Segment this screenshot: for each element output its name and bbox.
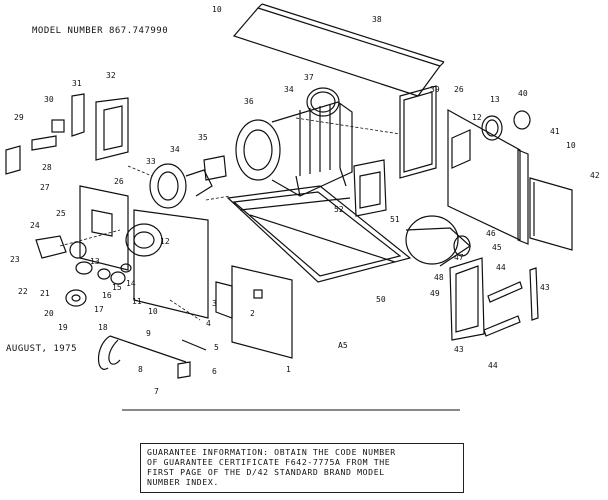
svg-text:21: 21 [40,289,50,298]
svg-text:43: 43 [454,345,464,354]
electrical-panel [133,209,209,319]
svg-text:9: 9 [146,329,151,338]
svg-text:17: 17 [94,305,104,314]
svg-text:10: 10 [148,307,158,316]
svg-text:10: 10 [566,141,576,150]
door-frame [449,257,485,341]
rear-panel [447,108,521,241]
note-line-1: GUARANTEE INFORMATION: OBTAIN THE CODE N… [147,447,396,457]
svg-text:26: 26 [114,177,124,186]
access-cover [231,265,293,359]
svg-text:10: 10 [212,5,222,14]
svg-text:28: 28 [42,163,52,172]
relay [35,235,67,259]
svg-text:43: 43 [540,283,550,292]
svg-text:13: 13 [90,257,100,266]
svg-text:6: 6 [212,367,217,376]
svg-text:22: 22 [18,287,28,296]
svg-text:2: 2 [250,309,255,318]
svg-text:35: 35 [198,133,208,142]
svg-text:50: 50 [376,295,386,304]
svg-text:51: 51 [390,215,400,224]
flange-ring [481,115,503,141]
svg-text:45: 45 [492,243,502,252]
svg-text:44: 44 [488,361,498,370]
knob [65,289,87,307]
svg-text:13: 13 [490,95,500,104]
svg-text:44: 44 [496,263,506,272]
control-bracket [95,97,129,161]
svg-text:38: 38 [372,15,382,24]
gasket-ring [513,110,531,130]
svg-text:27: 27 [40,183,50,192]
switch-body [71,93,85,137]
base-pan [226,185,412,283]
condenser-fan [405,215,459,265]
svg-text:32: 32 [106,71,116,80]
svg-text:14: 14 [126,279,136,288]
svg-text:15: 15 [112,283,122,292]
capacitor [203,155,227,181]
svg-text:42: 42 [590,171,600,180]
svg-text:11: 11 [132,297,142,306]
side-panel [399,85,437,179]
side-rail [529,267,539,321]
svg-text:25: 25 [56,209,66,218]
fan-motor [149,163,187,209]
model-number: MODEL NUMBER 867.747990 [32,26,169,36]
svg-text:37: 37 [304,73,314,82]
note-line-4: NUMBER INDEX. [147,477,219,487]
mounting-bracket [215,281,233,319]
svg-text:46: 46 [486,229,496,238]
bottom-strip [483,315,521,337]
control-panel [79,185,129,271]
svg-text:26: 26 [454,85,464,94]
svg-text:33: 33 [146,157,156,166]
svg-text:39: 39 [430,85,440,94]
svg-text:40: 40 [518,89,528,98]
svg-text:23: 23 [10,255,20,264]
svg-text:52: 52 [334,205,344,214]
trim-strip [487,281,523,303]
svg-text:12: 12 [472,113,482,122]
svg-text:36: 36 [244,97,254,106]
svg-text:34: 34 [284,85,294,94]
svg-text:1: 1 [286,365,291,374]
svg-text:47: 47 [454,253,464,262]
top-cover-panel [232,7,441,97]
svg-text:16: 16 [102,291,112,300]
svg-text:19: 19 [58,323,68,332]
svg-text:7: 7 [154,387,159,396]
svg-text:5: 5 [214,343,219,352]
svg-text:8: 8 [138,365,143,374]
svg-text:20: 20 [44,309,54,318]
diagram-code: A5 [338,341,348,350]
svg-text:3: 3 [212,299,217,308]
power-cord [97,335,187,370]
note-line-2: OF GUARANTEE CERTIFICATE F642-7775A FROM… [147,457,391,467]
filter-panel [353,159,387,217]
svg-text:31: 31 [72,79,82,88]
svg-text:18: 18 [98,323,108,332]
svg-text:49: 49 [430,289,440,298]
svg-text:48: 48 [434,273,444,282]
note-line-3: FIRST PAGE OF THE D/42 STANDARD BRAND MO… [147,467,385,477]
svg-text:34: 34 [170,145,180,154]
svg-text:30: 30 [44,95,54,104]
blower-wheel [235,119,281,181]
guarantee-note: GUARANTEE INFORMATION: OBTAIN THE CODE N… [140,443,464,493]
svg-text:24: 24 [30,221,40,230]
front-grille-panel [529,177,573,251]
orifice-ring [306,87,340,117]
svg-text:29: 29 [14,113,24,122]
date-label: AUGUST, 1975 [6,344,78,354]
svg-text:41: 41 [550,127,560,136]
svg-text:12: 12 [160,237,170,246]
svg-text:4: 4 [206,319,211,328]
